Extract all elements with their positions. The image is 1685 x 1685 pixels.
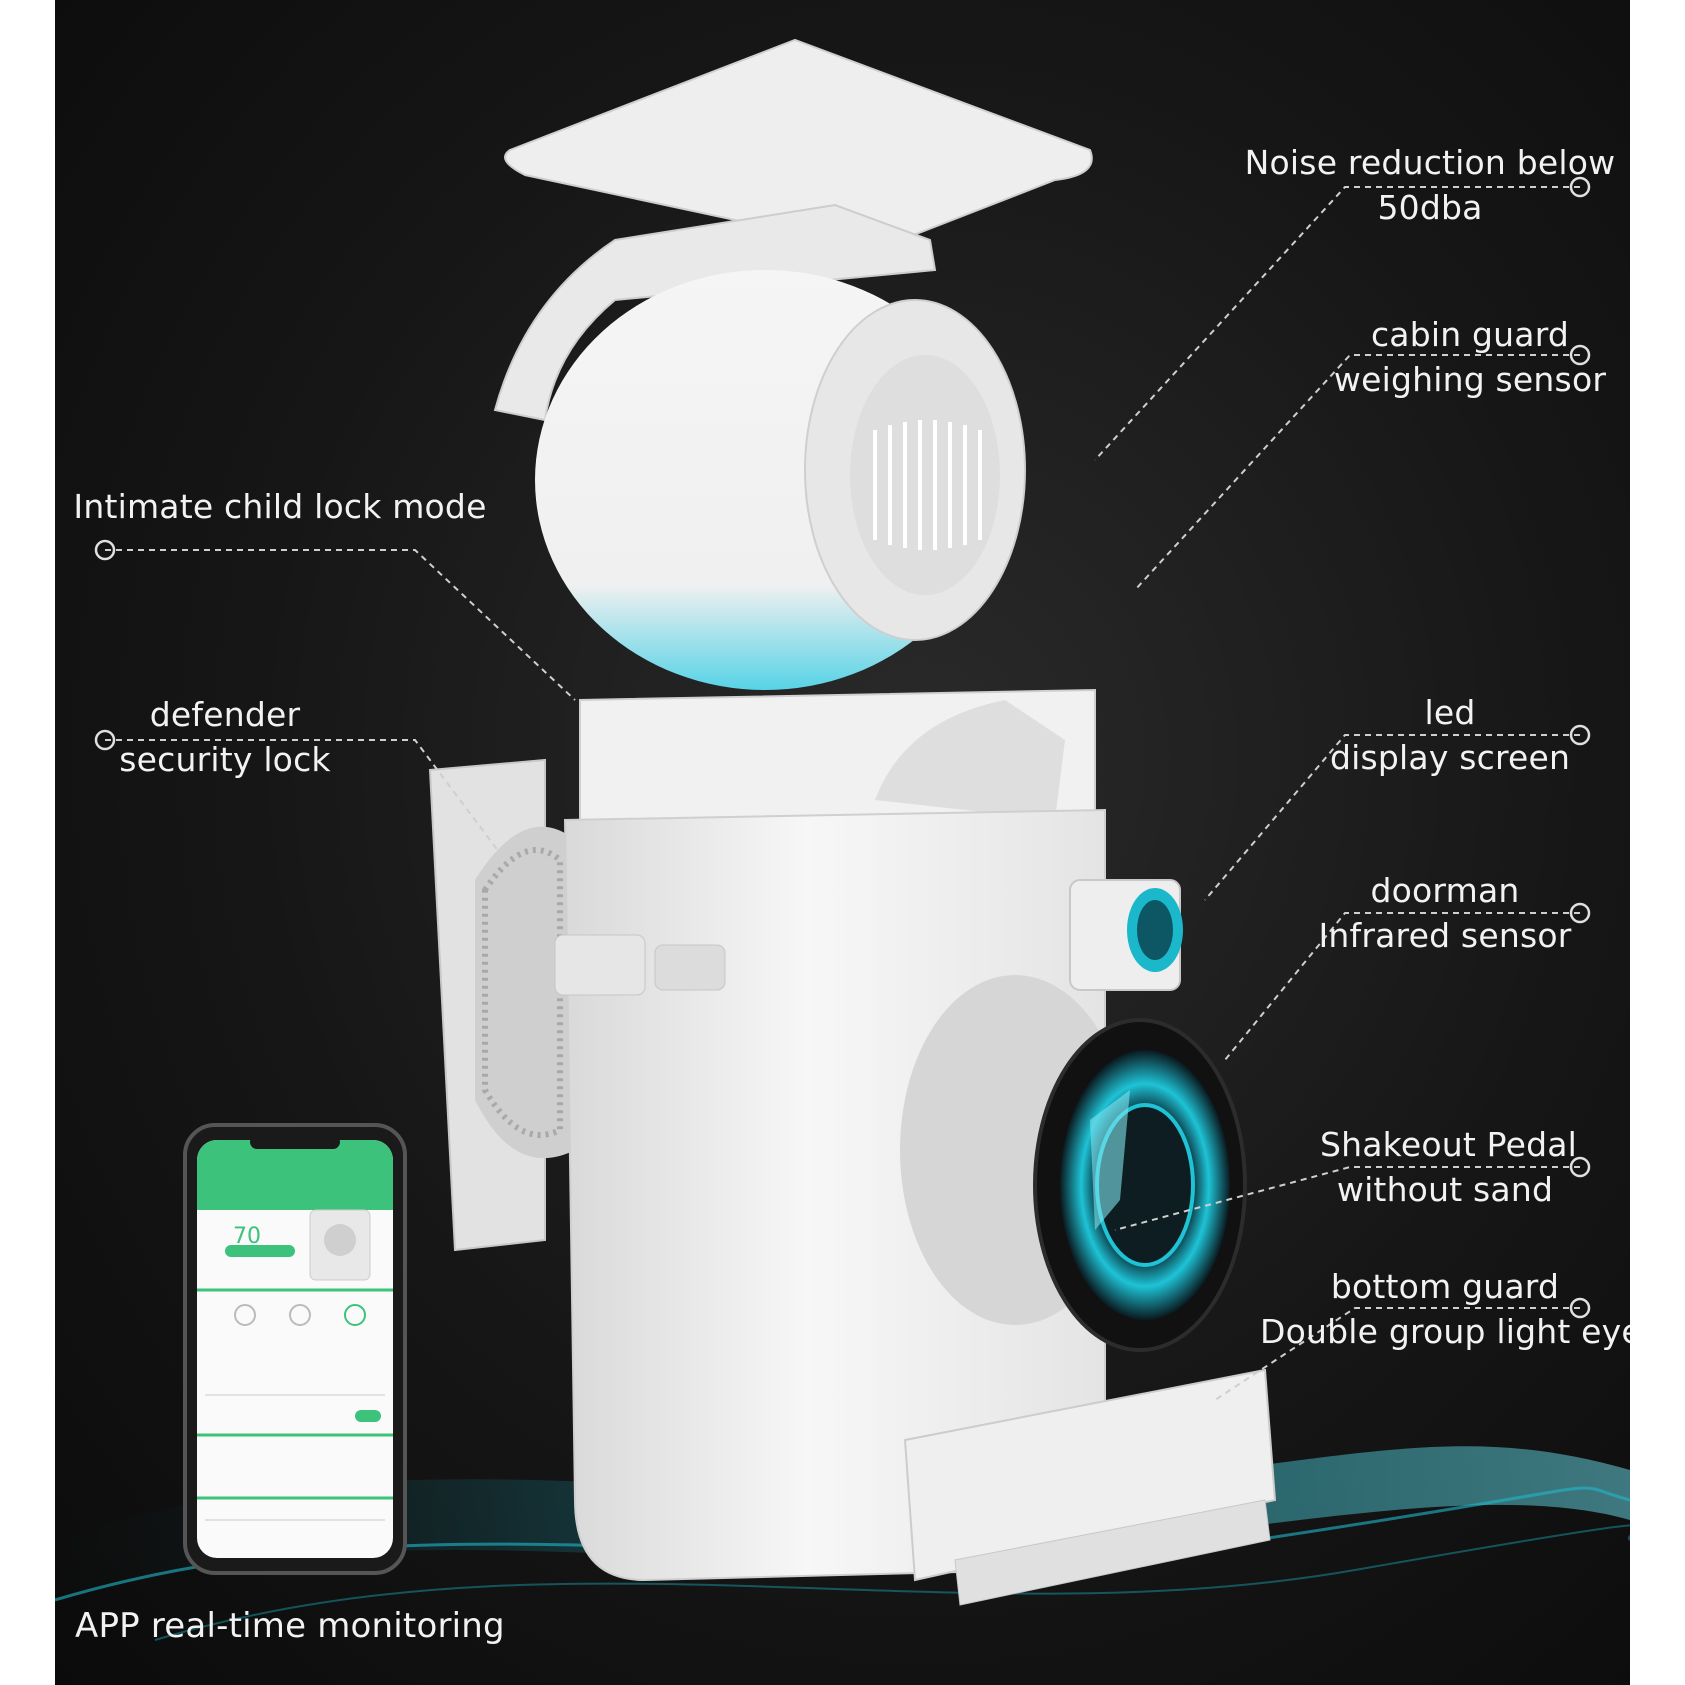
callout-bottom-guard: bottom guard Double group light eyes xyxy=(1260,1267,1630,1351)
led-display xyxy=(1069,879,1183,991)
callout-led-display: led display screen xyxy=(1330,693,1571,777)
callout-shakeout-pedal: Shakeout Pedal without sand xyxy=(1320,1125,1578,1209)
drum-hood xyxy=(493,203,937,422)
phone-mockup: 70 xyxy=(183,1123,407,1575)
product-infographic: 70 Noise reduction below 50dba xyxy=(55,0,1630,1685)
caption-app-monitoring: APP real-time monitoring xyxy=(75,1606,505,1646)
callout-noise-reduction: Noise reduction below 50dba xyxy=(1244,143,1616,227)
callout-child-lock: Intimate child lock mode xyxy=(73,487,487,526)
callout-doorman-sensor: doorman Infrared sensor xyxy=(1318,871,1572,955)
product-illustration: 70 xyxy=(55,38,1630,1641)
shakeout-pedal xyxy=(1033,1018,1247,1352)
callout-cabin-guard: cabin guard weighing sensor xyxy=(1333,315,1607,399)
drum xyxy=(535,270,1026,690)
callout-lines xyxy=(105,186,1580,1401)
callout-defender-lock: defender security lock xyxy=(119,695,331,779)
phone-percent: 70 xyxy=(233,1224,261,1249)
bottom-drawer xyxy=(903,1368,1277,1606)
top-lid xyxy=(504,38,1093,252)
callout-dots xyxy=(94,176,1591,1319)
rear-panel xyxy=(428,758,575,1252)
